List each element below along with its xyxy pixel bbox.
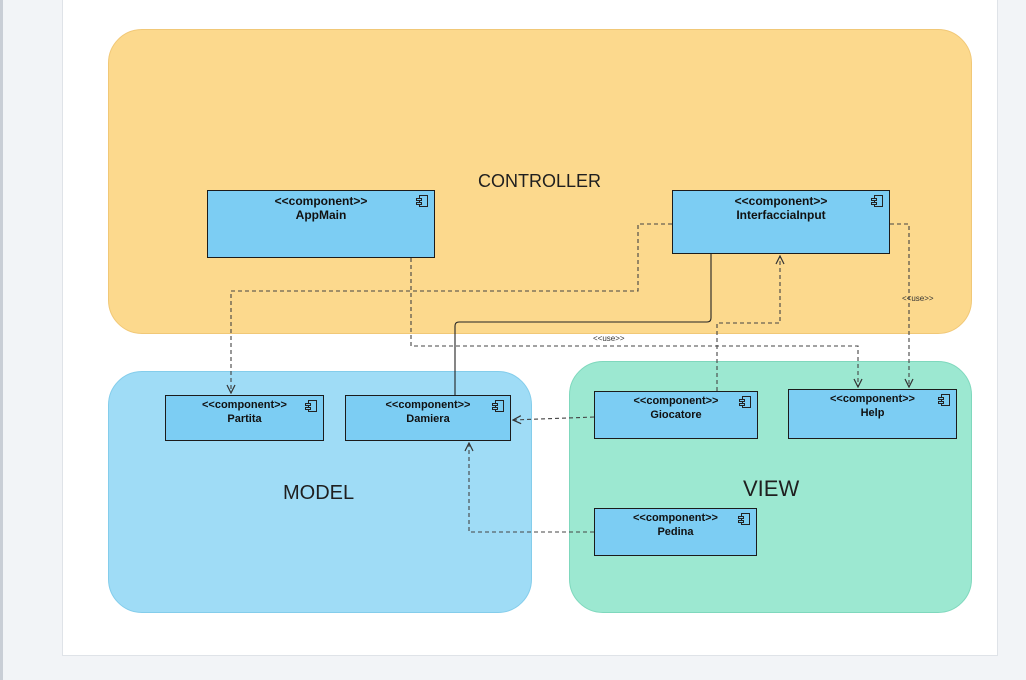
use-label-interfaccia-help: <<use>> — [902, 294, 934, 303]
component-icon — [938, 394, 950, 406]
component-name: Help — [860, 407, 885, 419]
component-icon — [305, 400, 317, 412]
dependency-pedina-damiera — [469, 443, 594, 533]
controller-title: CONTROLLER — [478, 171, 602, 191]
dependency-interfaccia-partita — [231, 223, 672, 393]
component-icon — [492, 400, 504, 412]
component-icon — [738, 513, 750, 525]
component-damiera[interactable]: <<component>> Damiera — [345, 395, 511, 441]
component-name: AppMain — [295, 208, 347, 222]
dependency-giocatore-damiera — [513, 417, 595, 420]
stereotype-label: <<component>> — [202, 399, 287, 411]
component-name: Partita — [227, 413, 262, 425]
stereotype-label: <<component>> — [830, 393, 915, 405]
left-border-strip — [0, 0, 3, 680]
controller-region — [108, 29, 972, 334]
component-name: Giocatore — [650, 409, 702, 421]
component-giocatore[interactable]: <<component>> Giocatore — [594, 391, 758, 439]
component-help[interactable]: <<component>> Help — [788, 389, 957, 439]
stereotype-label: <<component>> — [734, 194, 828, 208]
model-title: MODEL — [283, 482, 355, 504]
stereotype-label: <<component>> — [633, 395, 719, 407]
component-pedina[interactable]: <<component>> Pedina — [594, 508, 757, 556]
component-name: InterfacciaInput — [736, 208, 826, 222]
component-icon — [739, 396, 751, 408]
component-interfacciainput[interactable]: <<component>> InterfacciaInput — [672, 190, 890, 254]
use-label-appmain-help: <<use>> — [593, 334, 625, 343]
component-name: Pedina — [657, 526, 694, 538]
association-interfaccia-damiera — [454, 254, 712, 395]
stereotype-label: <<component>> — [633, 512, 718, 524]
stereotype-label: <<component>> — [274, 194, 368, 208]
dependency-appmain-help — [410, 258, 858, 387]
component-icon — [416, 195, 428, 207]
component-appmain[interactable]: <<component>> AppMain — [207, 190, 435, 258]
dependency-giocatore-interfaccia — [716, 256, 780, 391]
component-partita[interactable]: <<component>> Partita — [165, 395, 324, 441]
stereotype-label: <<component>> — [385, 399, 471, 411]
component-icon — [871, 195, 883, 207]
component-name: Damiera — [406, 413, 450, 425]
view-title: VIEW — [743, 476, 800, 501]
dependency-interfaccia-help — [890, 223, 909, 387]
